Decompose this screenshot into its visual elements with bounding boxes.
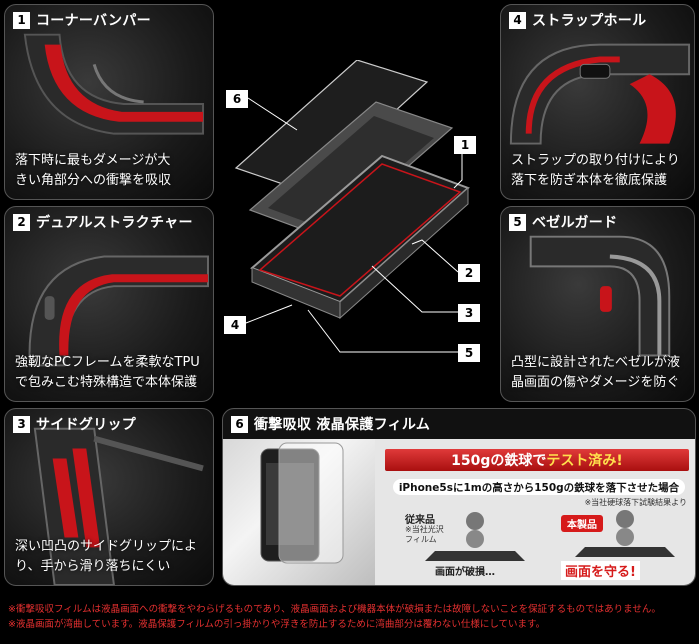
- callout-1: 1: [454, 136, 476, 154]
- note-line: ※衝撃吸収フィルムは液晶画面への衝撃をやわらげるものであり、液晶画面および機器本…: [8, 604, 661, 615]
- strap-hole-image: [509, 43, 691, 145]
- conventional-label: 従来品: [405, 515, 435, 526]
- panel-title: 3 サイドグリップ: [5, 409, 146, 439]
- callout-2: 2: [458, 264, 480, 282]
- side-grip-image: [33, 427, 204, 585]
- panel-title: 1 コーナーバンパー: [5, 5, 161, 35]
- dual-structure-image: [28, 255, 209, 367]
- exploded-diagram: 6 1 2 3 4 5: [222, 60, 492, 400]
- panel-number: 3: [13, 415, 30, 433]
- film-product-image: [223, 439, 375, 585]
- film-phone-icon: [260, 442, 344, 564]
- corner-bumper-image: [23, 33, 205, 135]
- drop-test-image: [425, 510, 675, 561]
- product-badge: 本製品: [561, 515, 603, 532]
- test-banner: 150gの鉄球でテスト済み!: [385, 449, 689, 471]
- panel-name: コーナーバンパー: [36, 13, 151, 29]
- protect-caption: 画面を守る!: [561, 561, 640, 580]
- panel-name: デュアルストラクチャー: [36, 215, 193, 231]
- panel-title: 6 衝撃吸収 液晶保護フィルム: [223, 409, 440, 439]
- panel-description: ストラップの取り付けにより 落下を防ぎ本体を徹底保護: [511, 153, 680, 188]
- callout-3: 3: [458, 304, 480, 322]
- feature-panel-strap-hole: 4 ストラップホール ストラップの取り付けにより 落下を防ぎ本体を徹底保護: [500, 4, 695, 200]
- test-note: ※当社硬球落下試験結果より: [584, 498, 687, 507]
- panel-number: 6: [231, 415, 248, 433]
- broken-caption: 画面が破損…: [435, 567, 495, 578]
- panel-number: 2: [13, 213, 30, 231]
- test-description: iPhone5sに1mの高さから150gの鉄球を落下させた場合: [393, 479, 685, 495]
- feature-panel-bezel-guard: 5 ベゼルガード 凸型に設計されたベゼルが液 晶画面の傷やダメージを防ぐ: [500, 206, 695, 402]
- callout-6: 6: [226, 90, 248, 108]
- panel-name: ストラップホール: [532, 13, 647, 29]
- feature-panel-dual-structure: 2 デュアルストラクチャー 強靭なPCフレームを柔軟なTPU で包みこむ特殊構造…: [4, 206, 214, 402]
- callout-5: 5: [458, 344, 480, 362]
- panel-description: 強靭なPCフレームを柔軟なTPU で包みこむ特殊構造で本体保護: [15, 355, 200, 390]
- feature-panel-corner-bumper: 1 コーナーバンパー 落下時に最もダメージが大 きい角部分への衝撃を吸収: [4, 4, 214, 200]
- panel-description: 凸型に設計されたベゼルが液 晶画面の傷やダメージを防ぐ: [511, 355, 681, 390]
- panel-number: 4: [509, 11, 526, 29]
- panel-number: 1: [13, 11, 30, 29]
- note-line: ※液晶画面が湾曲しています。液晶保護フィルムの引っ掛かりや浮きを防止するために湾…: [8, 619, 546, 630]
- conventional-note: ※当社光沢 フィルム: [405, 525, 444, 544]
- panel-title: 2 デュアルストラクチャー: [5, 207, 203, 237]
- disclaimer-notes: ※衝撃吸収フィルムは液晶画面への衝撃をやわらげるものであり、液晶画面および機器本…: [8, 602, 698, 632]
- panel-description: 落下時に最もダメージが大 きい角部分への衝撃を吸収: [15, 153, 172, 188]
- panel-title: 4 ストラップホール: [501, 5, 656, 35]
- panel-number: 5: [509, 213, 526, 231]
- panel-name: 衝撃吸収 液晶保護フィルム: [254, 417, 431, 433]
- exploded-phone-image: [234, 60, 470, 353]
- callout-4: 4: [224, 316, 246, 334]
- panel-name: ベゼルガード: [532, 215, 618, 231]
- feature-panel-side-grip: 3 サイドグリップ 深い凹凸のサイドグリップによ り、手から滑り落ちにくい: [4, 408, 214, 586]
- panel-title: 5 ベゼルガード: [501, 207, 627, 237]
- feature-panel-film: 6 衝撃吸収 液晶保護フィルム 150gの鉄球でテスト済み! iPhone5sに…: [222, 408, 696, 586]
- panel-name: サイドグリップ: [36, 417, 137, 433]
- panel-description: 深い凹凸のサイドグリップによ り、手から滑り落ちにくい: [15, 539, 198, 574]
- bezel-guard-image: [529, 235, 671, 357]
- drop-test-comparison: 150gの鉄球でテスト済み! iPhone5sに1mの高さから150gの鉄球を落…: [375, 439, 695, 585]
